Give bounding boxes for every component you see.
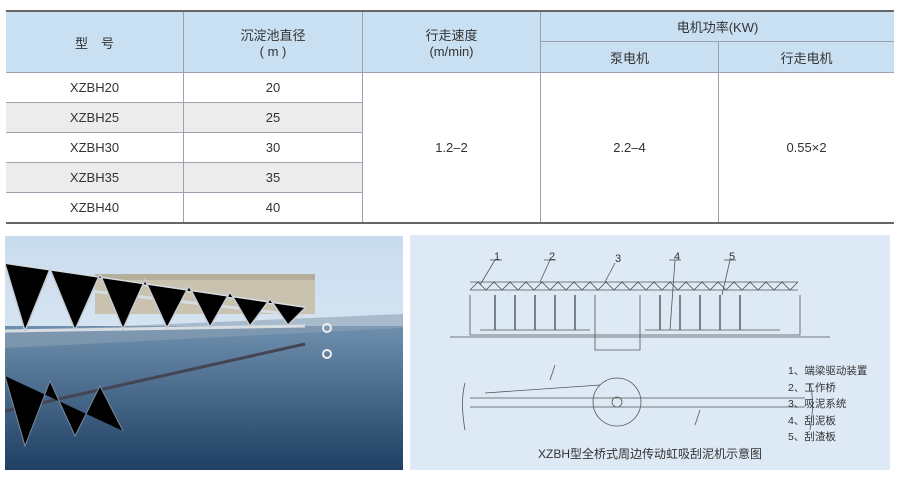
table-row: XZBH35 35 [6,162,894,193]
header-power: 电机功率(KW) [540,10,894,42]
diameter-cell: 30 [183,132,363,163]
model-cell: XZBH35 [6,162,184,193]
sedimentation-tank-photo [5,236,403,470]
spec-table: 型 号 沉淀池直径( m ) 行走速度(m/min) 电机功率(KW) 泵电机 … [6,10,894,224]
header-speed: 行走速度(m/min) [362,10,541,73]
model-cell: XZBH30 [6,132,184,163]
model-cell: XZBH40 [6,192,184,224]
legend-item: 1、端梁驱动装置 [788,365,868,377]
diameter-cell: 40 [183,192,363,224]
header-diameter: 沉淀池直径( m ) [183,10,363,73]
table-row: XZBH40 40 [6,192,894,224]
header-pump-motor: 泵电机 [540,41,719,73]
table-row: XZBH20 20 1.2–2 2.2–4 0.55×2 [6,72,894,224]
schematic-drawing [450,259,830,431]
callout-1: 1 [494,251,501,263]
legend-item: 2、工作桥 [788,381,836,394]
callout-2: 2 [549,251,556,263]
callout-3: 3 [615,253,622,265]
diameter-cell: 35 [183,162,363,193]
callout-5: 5 [729,251,736,263]
model-cell: XZBH20 [6,72,184,103]
diameter-cell: 20 [183,72,363,103]
header-travel-motor: 行走电机 [718,41,894,73]
legend-item: 5、刮渣板 [788,431,836,443]
schematic-legend: 1、端梁驱动装置 2、工作桥 3、吸泥系统 4、刮泥板 5、刮渣板 [788,363,867,446]
table-row: XZBH25 25 [6,102,894,133]
table-row: XZBH30 30 [6,132,894,163]
pump-power-cell: 2.2–4 [540,72,719,224]
header-model: 型 号 [6,10,184,73]
machine-schematic: 1 2 3 4 5 1、端梁驱动装置 2、工作桥 3、吸泥系统 4、刮泥板 5、… [410,235,890,470]
legend-item: 3、吸泥系统 [788,398,847,410]
travel-power-cell: 0.55×2 [718,72,894,224]
diameter-cell: 25 [183,102,363,133]
legend-item: 4、刮泥板 [788,414,836,427]
schematic-caption: XZBH型全桥式周边传动虹吸刮泥机示意图 [537,447,762,461]
speed-cell: 1.2–2 [362,72,541,224]
callout-4: 4 [674,251,681,263]
model-cell: XZBH25 [6,102,184,133]
